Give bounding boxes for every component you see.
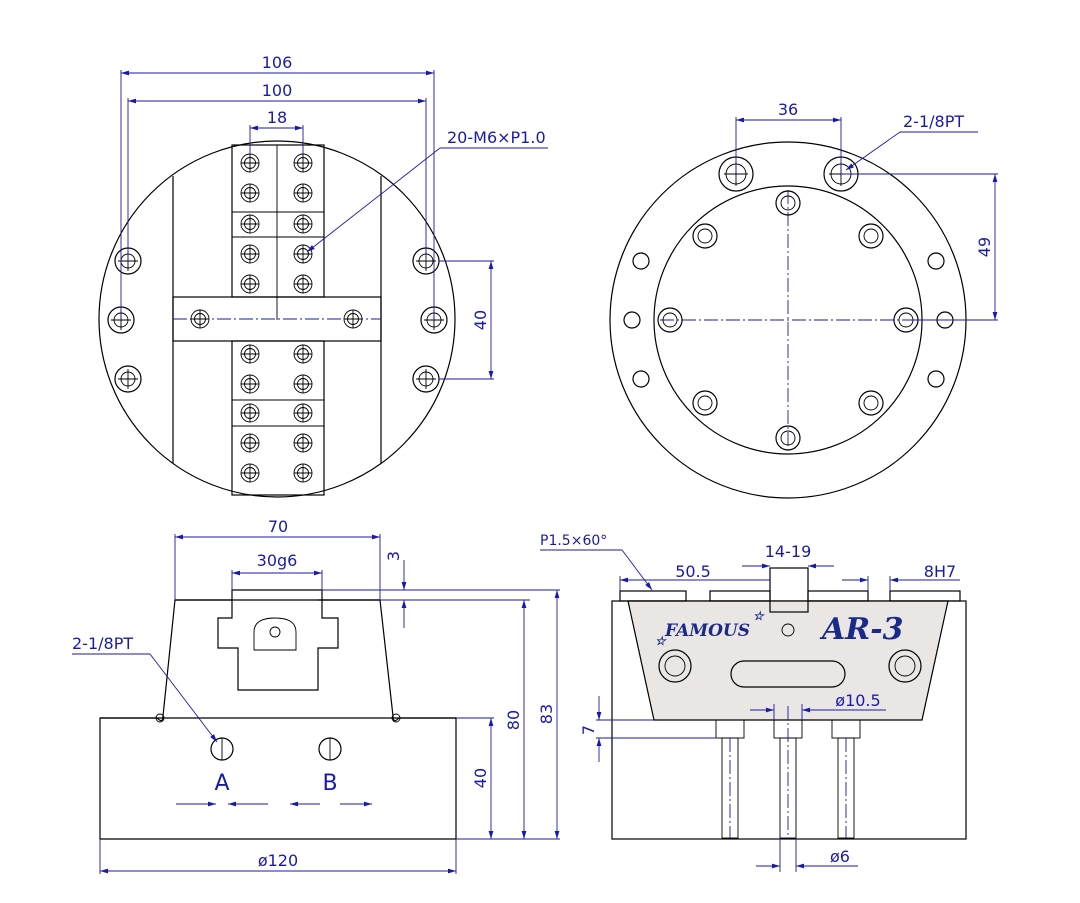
slot bbox=[730, 660, 846, 688]
star-icon-right: ☆ bbox=[753, 609, 766, 623]
dim-dia-10-5: ø10.5 bbox=[835, 691, 880, 710]
dim-dia-120: ø120 bbox=[258, 851, 298, 870]
brand-logo: FAMOUS bbox=[664, 621, 750, 641]
dim-40-top: 40 bbox=[471, 310, 490, 330]
dim-18: 18 bbox=[267, 108, 287, 127]
top-right-view: 36 2-1/8PT 49 bbox=[609, 100, 998, 499]
bottom-left-view: A B 70 30g6 3 40 80 bbox=[72, 517, 560, 874]
dim-49: 49 bbox=[975, 237, 994, 257]
port-callout-side: 2-1/8PT bbox=[72, 634, 133, 653]
bottom-right-view: FAMOUS ☆ ☆ AR-3 50.5 14-19 8H7 bbox=[540, 533, 967, 872]
dim-80: 80 bbox=[504, 710, 523, 730]
dim-30g6: 30g6 bbox=[257, 551, 298, 570]
port-a-icon bbox=[210, 737, 234, 761]
bolts bbox=[715, 706, 861, 839]
jaw-holes bbox=[240, 153, 313, 483]
port-b-icon bbox=[318, 737, 342, 761]
port-a-label: A bbox=[214, 771, 229, 796]
dim-106: 106 bbox=[262, 53, 293, 72]
star-icon-left: ☆ bbox=[655, 634, 668, 648]
dim-8h7: 8H7 bbox=[924, 562, 956, 581]
port-b-label: B bbox=[322, 771, 337, 796]
dim-70: 70 bbox=[268, 517, 288, 536]
dim-3: 3 bbox=[384, 551, 403, 561]
thread-pitch-callout: P1.5×60° bbox=[540, 533, 607, 549]
body-outline bbox=[98, 140, 456, 498]
top-left-view: 106 100 18 20-M6×P1.0 40 bbox=[98, 53, 548, 498]
thread-callout: 20-M6×P1.0 bbox=[447, 128, 546, 147]
jaw-teeth-4 bbox=[889, 590, 961, 602]
dim-100: 100 bbox=[262, 81, 293, 100]
model-label: AR-3 bbox=[819, 612, 904, 647]
jaw-teeth-3 bbox=[807, 590, 869, 602]
side-jaw bbox=[217, 589, 339, 691]
dim-40-side: 40 bbox=[471, 768, 490, 788]
dim-83: 83 bbox=[537, 704, 556, 724]
jaw-teeth-2 bbox=[709, 590, 771, 602]
port-callout-top: 2-1/8PT bbox=[903, 112, 964, 131]
mount-holes bbox=[107, 247, 448, 393]
dim-dia-6: ø6 bbox=[830, 847, 850, 866]
dim-14-19: 14-19 bbox=[765, 542, 812, 561]
center-key bbox=[769, 567, 809, 613]
dim-36: 36 bbox=[778, 100, 798, 119]
dim-7: 7 bbox=[579, 725, 598, 735]
jaw-teeth-1 bbox=[619, 590, 687, 602]
dim-50-5: 50.5 bbox=[675, 562, 711, 581]
